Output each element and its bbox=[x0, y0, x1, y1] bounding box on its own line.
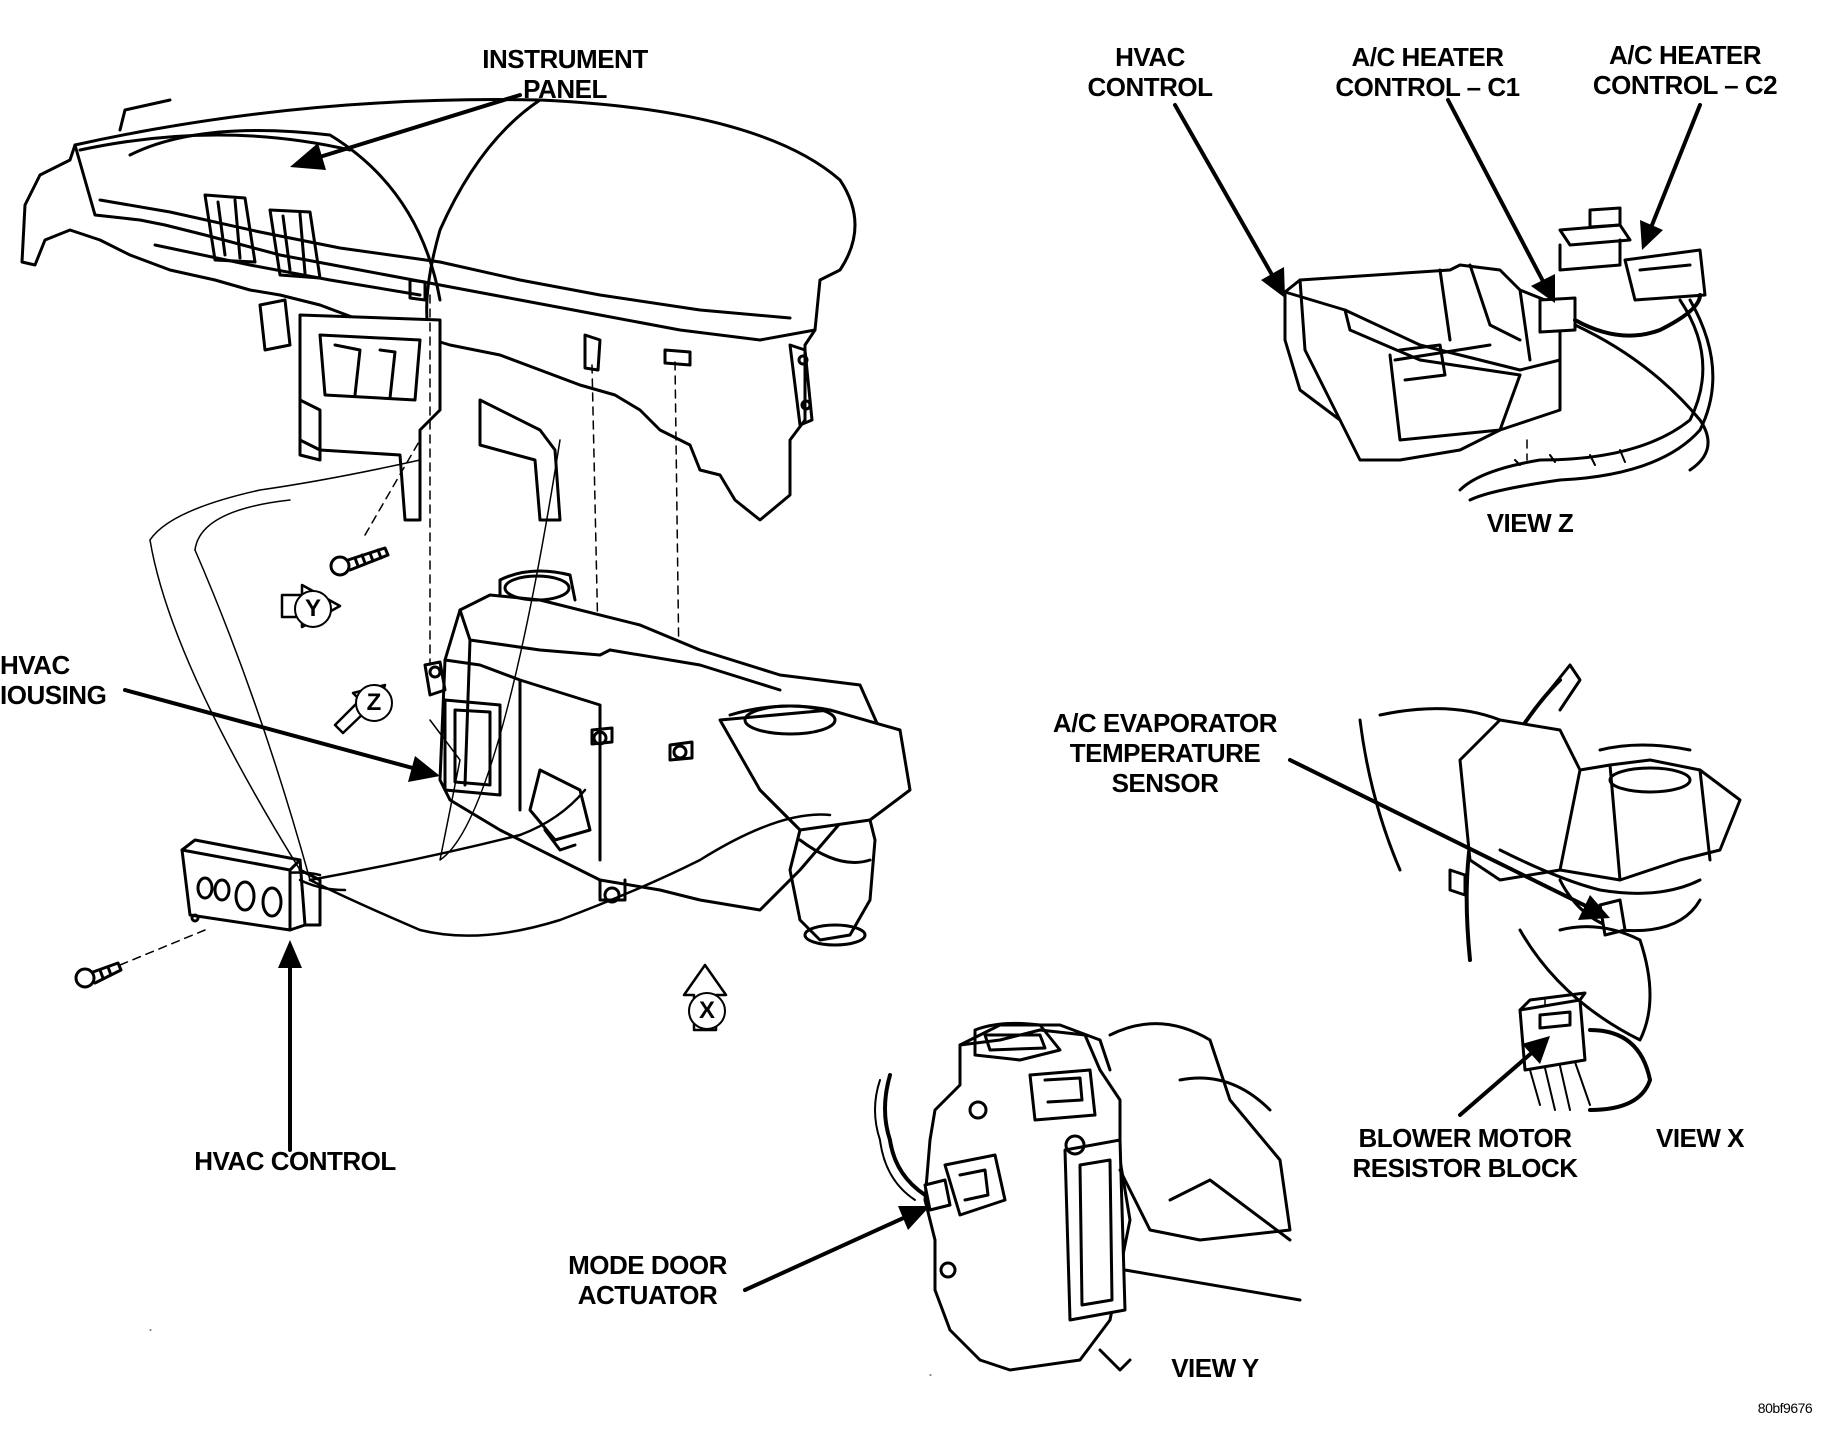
stipple-marks bbox=[149, 1299, 1302, 1376]
figure-id: 80bf9676 bbox=[1757, 1400, 1813, 1416]
label-hvac-control: HVAC CONTROL bbox=[194, 1146, 396, 1176]
hvac-control-module bbox=[180, 838, 322, 932]
instrument-panel-drawing bbox=[20, 98, 857, 522]
mounting-guide-lines bbox=[119, 294, 1546, 1041]
hvac-housing-drawing bbox=[423, 569, 912, 947]
label-view-z: VIEW Z bbox=[1486, 508, 1574, 538]
label-blower-motor-resistor-block: BLOWER MOTOR RESISTOR BLOCK bbox=[1352, 1123, 1578, 1183]
view-y-marker: Y bbox=[294, 590, 332, 628]
screw-lower bbox=[74, 961, 123, 989]
view-y-drawing bbox=[874, 1021, 1302, 1372]
label-instrument-panel: INSTRUMENT PANEL bbox=[482, 44, 648, 104]
view-z-marker: Z bbox=[355, 684, 393, 722]
label-view-x: VIEW X bbox=[1655, 1123, 1745, 1153]
label-view-y: VIEW Y bbox=[1171, 1353, 1259, 1383]
label-ac-evaporator-sensor: A/C EVAPORATOR TEMPERATURE SENSOR bbox=[1052, 708, 1278, 798]
harness-loom bbox=[149, 439, 561, 881]
label-hvac-control-view-z: HVAC CONTROL bbox=[1087, 42, 1213, 102]
label-hvac-housing: HVAC IOUSING bbox=[0, 650, 107, 710]
label-ac-heater-control-c2: A/C HEATER CONTROL – C2 bbox=[1592, 40, 1778, 100]
screw-upper bbox=[329, 546, 390, 577]
view-z-drawing bbox=[1283, 206, 1715, 502]
label-mode-door-actuator: MODE DOOR ACTUATOR bbox=[568, 1250, 727, 1310]
label-ac-heater-control-c1: A/C HEATER CONTROL – C1 bbox=[1335, 42, 1520, 102]
leader-lines bbox=[123, 93, 1702, 1292]
view-x-marker: X bbox=[688, 992, 726, 1030]
